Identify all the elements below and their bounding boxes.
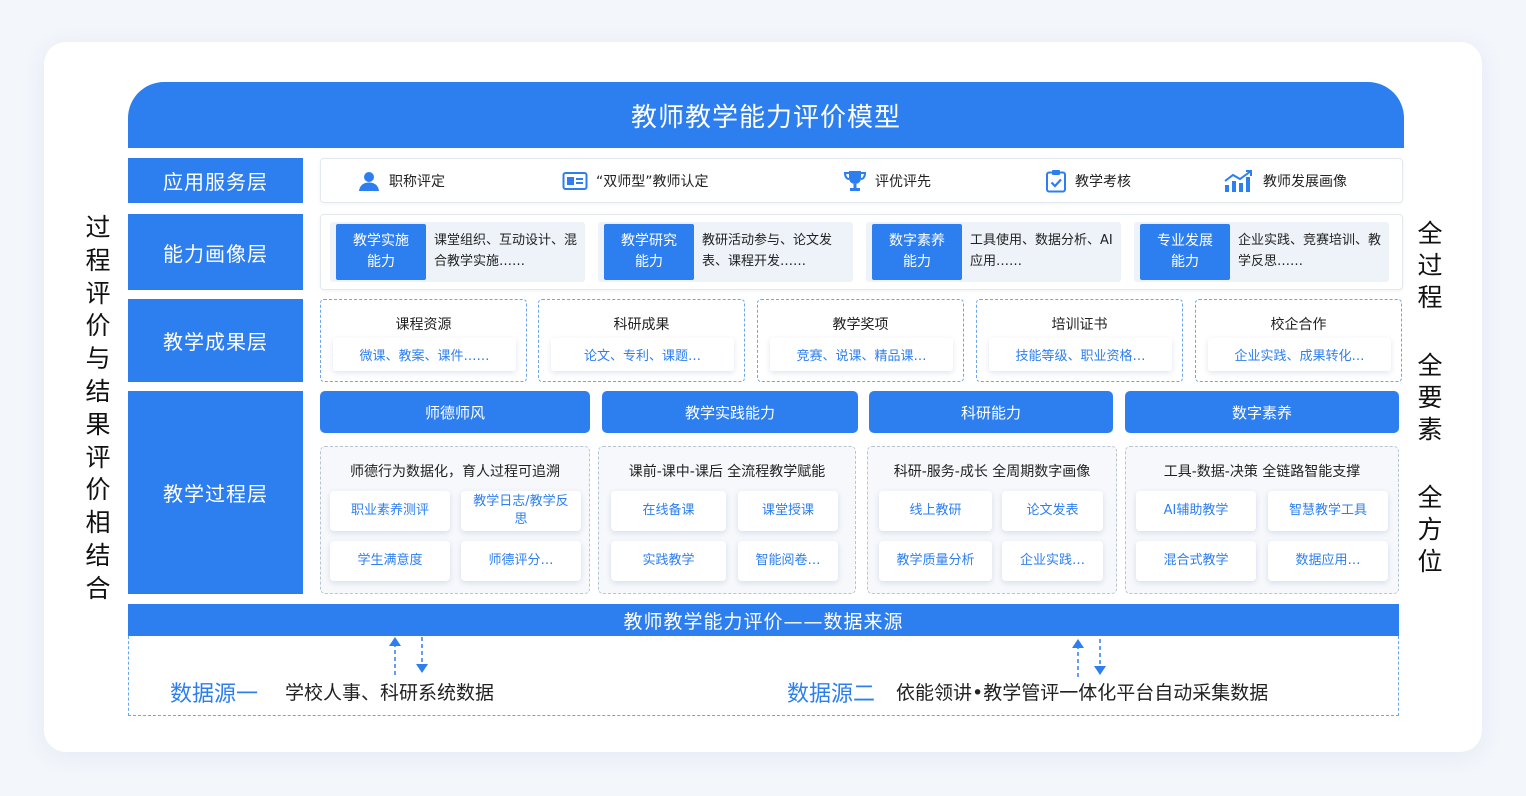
process-box: 师德行为数据化，育人过程可追溯 职业素养测评 教学日志/教学反思 学生满意度 师… bbox=[320, 446, 590, 594]
achievement-title: 教学奖项 bbox=[832, 317, 889, 333]
capability-row: 教学实施能力 课堂组织、互动设计、混合教学实施…… 教学研究能力 教研活动参与、… bbox=[320, 214, 1403, 290]
process-title: 课前-课中-课后 全流程教学赋能 bbox=[628, 464, 826, 480]
process-item: 教学日志/教学反思 bbox=[461, 491, 581, 531]
achievement-items: 竞赛、说课、精品课… bbox=[770, 338, 953, 371]
achievement-title: 培训证书 bbox=[1051, 317, 1108, 333]
process-item: AI辅助教学 bbox=[1136, 491, 1256, 531]
service-row: 职称评定 “双师型”教师认定 评优评先 教学考核 教师发展画像 bbox=[320, 158, 1403, 203]
process-item: 课堂授课 bbox=[738, 491, 838, 531]
trophy-icon bbox=[843, 170, 867, 191]
process-item: 论文发表 bbox=[1002, 491, 1103, 531]
achievement-title: 校企合作 bbox=[1270, 317, 1327, 333]
process-item: 实践教学 bbox=[611, 541, 726, 581]
data-source-2-description: 依能领讲•教学管评一体化平台自动采集数据 bbox=[896, 682, 1269, 704]
achievement-box: 校企合作 企业实践、成果转化… bbox=[1195, 299, 1402, 382]
service-label: 教师发展画像 bbox=[1263, 173, 1347, 190]
achievement-box: 课程资源 微课、教案、课件…… bbox=[320, 299, 527, 382]
service-label: 评优评先 bbox=[875, 173, 931, 190]
service-item: “双师型”教师认定 bbox=[562, 159, 709, 202]
process-item: 智慧教学工具 bbox=[1268, 491, 1388, 531]
process-item: 数据应用… bbox=[1268, 541, 1388, 581]
process-header: 教学实践能力 bbox=[602, 391, 858, 433]
process-header: 科研能力 bbox=[869, 391, 1113, 433]
process-item: 线上教研 bbox=[879, 491, 992, 531]
service-item: 职称评定 bbox=[357, 159, 445, 202]
data-source-title: 教师教学能力评价——数据来源 bbox=[128, 604, 1399, 636]
capability-tag: 教学实施能力 bbox=[336, 224, 426, 280]
id-card-icon bbox=[562, 171, 588, 190]
achievement-title: 科研成果 bbox=[613, 317, 670, 333]
process-box: 科研-服务-成长 全周期数字画像 线上教研 论文发表 教学质量分析 企业实践… bbox=[867, 446, 1117, 594]
achievement-box: 教学奖项 竞赛、说课、精品课… bbox=[757, 299, 964, 382]
left-side-caption: 过程评价与结果评价相结合 bbox=[85, 213, 111, 603]
layer-capability-label: 能力画像层 bbox=[128, 214, 303, 290]
process-item: 在线备课 bbox=[611, 491, 726, 531]
process-header: 师德师风 bbox=[320, 391, 590, 433]
capability-description: 工具使用、数据分析、AI应用…… bbox=[970, 233, 1113, 269]
capability-item: 教学实施能力 课堂组织、互动设计、混合教学实施…… bbox=[330, 222, 585, 282]
capability-item: 教学研究能力 教研活动参与、论文发表、课程开发…… bbox=[598, 222, 853, 282]
process-box: 工具-数据-决策 全链路智能支撑 AI辅助教学 智慧教学工具 混合式教学 数据应… bbox=[1125, 446, 1399, 594]
process-title: 科研-服务-成长 全周期数字画像 bbox=[893, 464, 1091, 480]
data-source-1-label: 数据源一 bbox=[170, 682, 259, 707]
layer-process-label: 教学过程层 bbox=[128, 391, 303, 594]
achievement-items: 技能等级、职业资格… bbox=[989, 338, 1172, 371]
service-label: “双师型”教师认定 bbox=[596, 173, 709, 190]
service-item: 评优评先 bbox=[843, 159, 931, 202]
process-item: 智能阅卷… bbox=[738, 541, 838, 581]
capability-description: 教研活动参与、论文发表、课程开发…… bbox=[702, 233, 833, 269]
right-caption-process: 全过程 bbox=[1417, 219, 1443, 312]
service-item: 教学考核 bbox=[1045, 159, 1131, 202]
service-label: 教学考核 bbox=[1075, 173, 1131, 190]
data-source-1-description: 学校人事、科研系统数据 bbox=[285, 682, 495, 704]
right-caption-elements: 全要素 bbox=[1417, 351, 1443, 444]
service-item: 教师发展画像 bbox=[1223, 159, 1347, 202]
achievement-items: 企业实践、成果转化… bbox=[1208, 338, 1391, 371]
capability-tag: 教学研究能力 bbox=[604, 224, 694, 280]
process-item: 职业素养测评 bbox=[330, 491, 450, 531]
process-title: 工具-数据-决策 全链路智能支撑 bbox=[1163, 464, 1361, 480]
achievement-box: 科研成果 论文、专利、课题… bbox=[538, 299, 745, 382]
service-label: 职称评定 bbox=[389, 173, 445, 190]
process-item: 师德评分… bbox=[461, 541, 581, 581]
layer-achievement-label: 教学成果层 bbox=[128, 299, 303, 382]
clipboard-check-icon bbox=[1046, 169, 1066, 192]
capability-item: 专业发展能力 企业实践、竞赛培训、教学反思…… bbox=[1134, 222, 1389, 282]
process-item: 教学质量分析 bbox=[879, 541, 992, 581]
achievement-box: 培训证书 技能等级、职业资格… bbox=[976, 299, 1183, 382]
capability-item: 数字素养能力 工具使用、数据分析、AI应用…… bbox=[866, 222, 1121, 282]
capability-tag: 数字素养能力 bbox=[872, 224, 962, 280]
process-box: 课前-课中-课后 全流程教学赋能 在线备课 课堂授课 实践教学 智能阅卷… bbox=[598, 446, 856, 594]
diagram-title: 教师教学能力评价模型 bbox=[128, 82, 1404, 148]
process-item: 学生满意度 bbox=[330, 541, 450, 581]
data-flow-arrows-right bbox=[1072, 639, 1106, 677]
data-source-box bbox=[128, 636, 1399, 716]
data-source-2-label: 数据源二 bbox=[787, 682, 876, 707]
achievement-items: 论文、专利、课题… bbox=[551, 338, 734, 371]
process-item: 混合式教学 bbox=[1136, 541, 1256, 581]
achievement-title: 课程资源 bbox=[395, 317, 452, 333]
data-flow-arrows-left bbox=[389, 637, 428, 675]
achievement-items: 微课、教案、课件…… bbox=[333, 338, 516, 371]
capability-description: 企业实践、竞赛培训、教学反思…… bbox=[1238, 233, 1382, 269]
layer-service-label: 应用服务层 bbox=[128, 158, 303, 203]
right-caption-aspects: 全方位 bbox=[1417, 483, 1443, 576]
capability-description: 课堂组织、互动设计、混合教学实施…… bbox=[434, 233, 578, 269]
capability-tag: 专业发展能力 bbox=[1140, 224, 1230, 280]
process-title: 师德行为数据化，育人过程可追溯 bbox=[350, 464, 560, 480]
growth-chart-icon bbox=[1224, 169, 1252, 192]
person-icon bbox=[359, 171, 379, 191]
process-header: 数字素养 bbox=[1125, 391, 1399, 433]
process-item: 企业实践… bbox=[1002, 541, 1103, 581]
